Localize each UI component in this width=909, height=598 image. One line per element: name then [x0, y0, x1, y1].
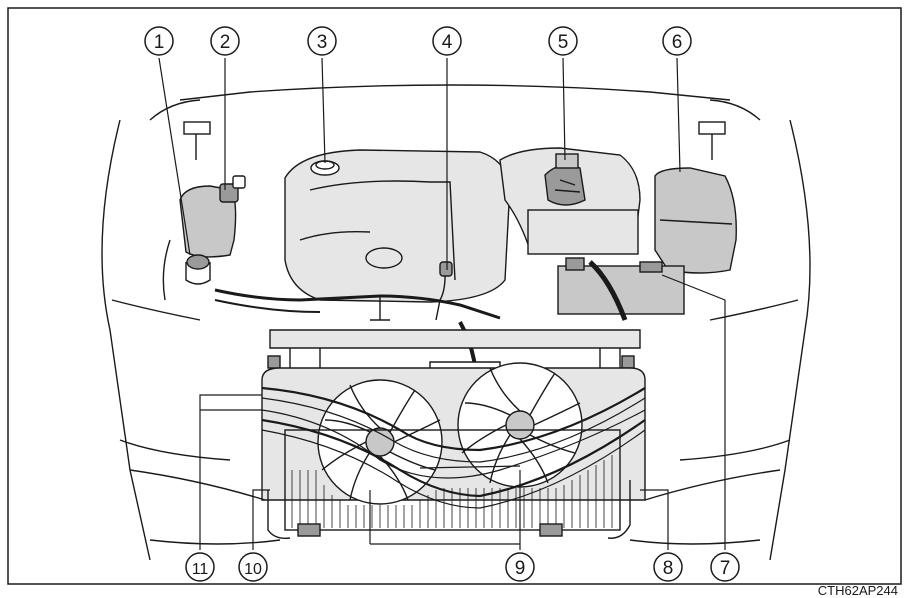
callout-number: 10: [244, 561, 262, 578]
callout-circle: [710, 552, 740, 582]
left-radiator-tank: [267, 490, 291, 540]
right-radiator-tank: [607, 480, 631, 539]
figure-border: [7, 7, 902, 585]
washer-fluid-cap: [186, 254, 210, 270]
callout-circle: [185, 552, 215, 582]
engine-bay-drawing: [101, 84, 811, 561]
callout-number: 2: [220, 32, 231, 53]
callout-number: 3: [317, 32, 328, 53]
callout-number: 11: [192, 561, 209, 578]
callout-6: 6: [662, 26, 692, 56]
engine-cover-emblem: [365, 247, 403, 269]
radiator-support: [269, 329, 641, 349]
callout-number: 1: [154, 32, 165, 53]
callout-circle: [307, 26, 337, 56]
cowl-line: [179, 84, 731, 101]
callout-circle: [548, 26, 578, 56]
callout-1: 1: [144, 26, 174, 56]
right-hood-hinge: [698, 121, 726, 135]
callout-circle: [505, 552, 535, 582]
callout-3: 3: [307, 26, 337, 56]
leader-line-7: [661, 274, 726, 550]
callout-circle: [210, 26, 240, 56]
fuse-box: [654, 167, 737, 274]
callout-circle: [238, 552, 268, 582]
leader-line-5: [562, 57, 566, 161]
callout-10: 10: [238, 552, 268, 582]
leader-line-11: [199, 394, 262, 550]
leader-lines: [158, 57, 726, 550]
callout-circle: [662, 26, 692, 56]
callout-number: 8: [663, 558, 674, 579]
pipe-routing-lower: [261, 418, 646, 498]
pipe-upper: [214, 288, 501, 320]
figure-code: CTH62AP244: [818, 583, 898, 598]
callout-7: 7: [710, 552, 740, 582]
left-fender-line: [101, 119, 151, 561]
callout-11: 11: [185, 552, 215, 582]
radiator-frame: [284, 429, 621, 531]
callout-4: 4: [432, 26, 462, 56]
leader-line-10: [252, 489, 270, 550]
callout-2: 2: [210, 26, 240, 56]
callout-number: 4: [442, 32, 453, 53]
callout-number: 7: [720, 558, 731, 579]
right-fender-line: [769, 119, 811, 561]
callout-5: 5: [548, 26, 578, 56]
leader-line-1: [158, 57, 191, 256]
callout-9: 9: [505, 552, 535, 582]
leader-line-9: [369, 465, 521, 550]
callout-number: 6: [672, 32, 683, 53]
leader-line-6: [676, 57, 681, 173]
callout-circle: [653, 552, 683, 582]
callout-circle: [432, 26, 462, 56]
air-box: [527, 209, 639, 255]
battery-terminal-negative: [565, 257, 585, 271]
callout-number: 5: [558, 32, 569, 53]
callout-8: 8: [653, 552, 683, 582]
battery-clamp: [588, 260, 628, 321]
oil-filler-cap: [310, 160, 340, 176]
left-hood-hinge: [183, 121, 211, 135]
brake-fluid-reservoir: [544, 164, 586, 206]
callout-number: 9: [515, 558, 526, 579]
leader-line-3: [321, 57, 326, 164]
callout-circle: [144, 26, 174, 56]
leader-line-8: [640, 489, 669, 550]
pipe-routing-upper: [261, 386, 646, 452]
